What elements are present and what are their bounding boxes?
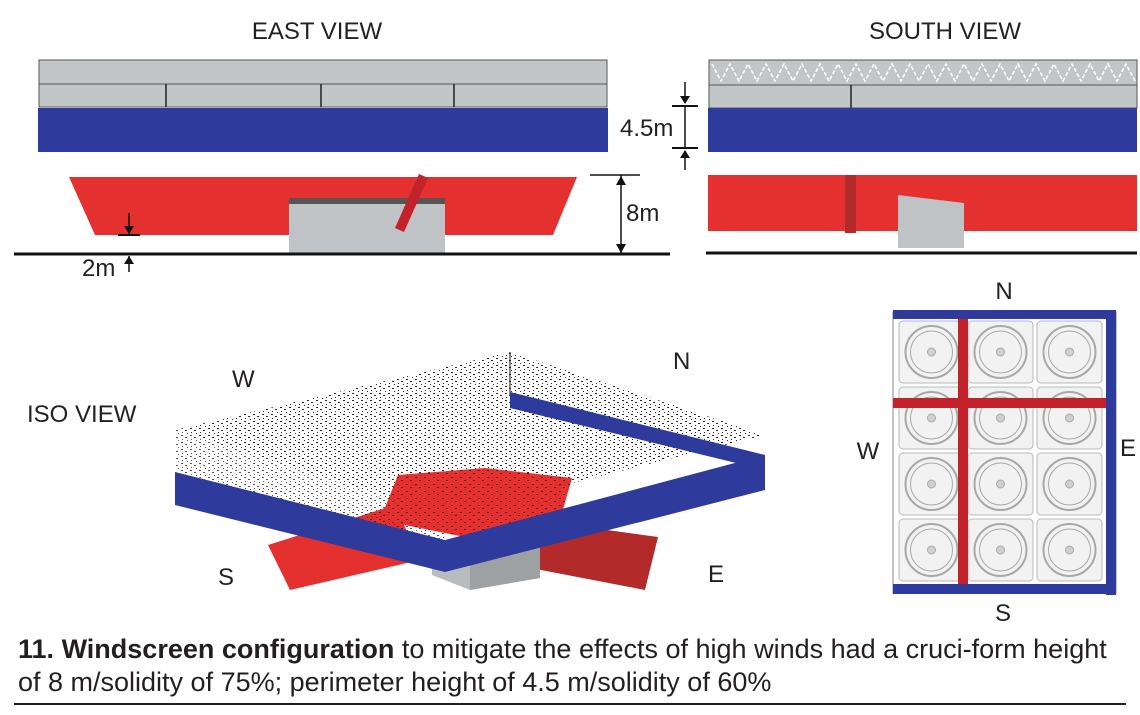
plan-fan-ring <box>996 347 1005 357</box>
plan-fan-ring <box>1065 479 1074 489</box>
iso-north-label: N <box>673 348 690 375</box>
caption-text: to mitigate the effects of high winds ha… <box>18 634 1107 697</box>
plan-fan-ring <box>1048 396 1091 440</box>
south-roof-lower <box>708 84 1138 109</box>
plan-fan-ring <box>973 325 1028 379</box>
plan-fan-ring <box>996 479 1005 489</box>
plan-fan-ring <box>1048 462 1091 506</box>
plan-view <box>892 310 1117 595</box>
plan-fan-ring <box>979 462 1022 506</box>
plan-fan-ring <box>1042 523 1097 577</box>
east-view-elevation: 2m 8m 4.5m <box>14 59 698 282</box>
plan-fan-ring <box>927 479 936 489</box>
plan-fan-ring <box>927 545 936 555</box>
plan-fan-ring <box>1065 347 1074 357</box>
caption-title: Windscreen configuration <box>61 634 395 664</box>
south-building <box>898 195 964 248</box>
perimeter-height-label: 4.5m <box>620 115 673 142</box>
plan-fan-ring <box>979 396 1022 440</box>
plan-fan-ring <box>1048 528 1091 572</box>
ground-clearance-dimension: 2m <box>82 213 140 282</box>
caption-number: 11. <box>18 634 55 664</box>
plan-fan-ring <box>927 347 936 357</box>
plan-fan-ring <box>1065 413 1074 423</box>
south-view-elevation <box>706 59 1138 255</box>
east-view-title: EAST VIEW <box>252 18 383 45</box>
caption-rule <box>14 703 1126 705</box>
plan-fan-ring <box>996 545 1005 555</box>
plan-east-label: E <box>1120 435 1136 462</box>
plan-fan-ring <box>910 528 953 572</box>
plan-fan-ring <box>910 462 953 506</box>
south-truss-zigzag <box>711 62 1136 83</box>
south-perimeter-screen <box>708 108 1137 152</box>
plan-fan-ring <box>904 523 959 577</box>
iso-west-label: W <box>232 366 255 393</box>
plan-fan-ring <box>1042 457 1097 511</box>
east-roof-upper <box>38 59 608 85</box>
plan-cruciform-ew <box>893 398 1106 408</box>
iso-east-label: E <box>708 561 724 588</box>
plan-fan-grid <box>898 320 1103 582</box>
plan-west-label: W <box>857 438 880 465</box>
plan-north-label: N <box>995 278 1012 305</box>
plan-fan-ring <box>1042 391 1097 445</box>
plan-fan-ring <box>1048 330 1091 374</box>
east-roof-lower <box>38 83 608 108</box>
south-cruciform-post <box>845 175 856 233</box>
ground-clearance-label: 2m <box>82 255 115 282</box>
cruciform-height-dimension: 8m <box>590 174 659 254</box>
plan-fan-ring <box>927 413 936 423</box>
iso-view-title: ISO VIEW <box>27 401 137 428</box>
plan-fan-ring <box>996 413 1005 423</box>
south-view-title: SOUTH VIEW <box>869 18 1021 45</box>
plan-fan-ring <box>1065 545 1074 555</box>
cruciform-height-label: 8m <box>626 200 659 227</box>
iso-perimeter-east <box>445 455 765 572</box>
plan-fan-ring <box>904 391 959 445</box>
iso-view-model <box>175 352 765 590</box>
plan-fan-ring <box>973 391 1028 445</box>
plan-south-label: S <box>995 600 1011 627</box>
east-building <box>289 198 445 254</box>
plan-fan-ring <box>910 396 953 440</box>
iso-perimeter-north <box>510 392 765 470</box>
east-perimeter-screen <box>38 108 608 152</box>
figure-caption: 11. Windscreen configuration to mitigate… <box>18 633 1128 699</box>
plan-fan-ring <box>979 528 1022 572</box>
plan-fan-ring <box>904 457 959 511</box>
east-diagonal-screen <box>395 174 428 232</box>
plan-perimeter-east <box>1106 310 1116 595</box>
plan-fan-ring <box>973 457 1028 511</box>
plan-fan-ring <box>910 330 953 374</box>
plan-perimeter-north <box>893 310 1116 319</box>
plan-fan-ring <box>904 325 959 379</box>
plan-perimeter-south <box>893 584 1116 594</box>
plan-fan-ring <box>973 523 1028 577</box>
plan-fan-ring <box>1042 325 1097 379</box>
iso-south-label: S <box>218 564 234 591</box>
plan-fan-ring <box>979 330 1022 374</box>
perimeter-height-dimension: 4.5m <box>620 82 698 170</box>
plan-cruciform-ns <box>958 319 968 584</box>
iso-perimeter-front <box>175 472 445 572</box>
